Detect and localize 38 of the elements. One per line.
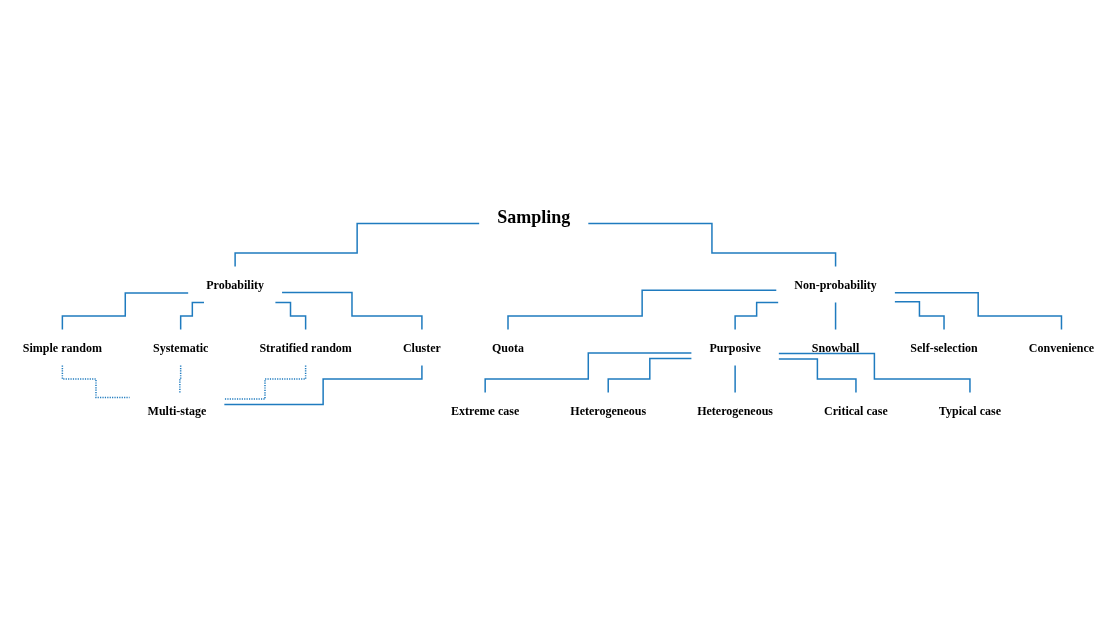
- connector: [894, 292, 1063, 331]
- node-text: Purposive: [709, 340, 761, 355]
- node-text: Cluster: [402, 340, 441, 355]
- connector: [178, 364, 182, 394]
- node-text: Heterogeneous: [697, 404, 774, 418]
- node-text: Extreme case: [451, 404, 520, 418]
- connector: [607, 357, 693, 394]
- node-text: Simple random: [22, 340, 102, 355]
- connector: [234, 222, 480, 268]
- node-text: Self-selection: [910, 340, 978, 355]
- connector: [587, 222, 837, 268]
- connector: [778, 352, 971, 394]
- connector: [281, 291, 423, 331]
- node-text: Multi-stage: [147, 404, 207, 418]
- connector: [734, 364, 736, 394]
- node-text: Critical case: [824, 404, 888, 418]
- node-text: Sampling: [497, 206, 571, 227]
- node-text: Typical case: [938, 404, 1002, 418]
- connector: [61, 292, 189, 331]
- connector: [507, 289, 778, 331]
- connector: [179, 301, 205, 331]
- node-text: Probability: [206, 277, 265, 292]
- connector: [274, 301, 307, 331]
- node-text: Quota: [491, 340, 525, 355]
- node-text: Snowball: [811, 340, 860, 355]
- connector: [484, 352, 693, 394]
- connector: [778, 358, 857, 394]
- node-text: Convenience: [1028, 340, 1095, 355]
- connector: [223, 364, 307, 400]
- connector: [894, 300, 945, 331]
- connector: [223, 364, 423, 406]
- connector: [61, 364, 131, 399]
- node-text: Non-probability: [794, 277, 877, 292]
- node-text: Systematic: [152, 340, 209, 355]
- node-text: Heterogeneous: [570, 404, 647, 418]
- node-text: Stratified random: [259, 340, 352, 355]
- connector: [734, 301, 779, 331]
- connector: [834, 301, 837, 331]
